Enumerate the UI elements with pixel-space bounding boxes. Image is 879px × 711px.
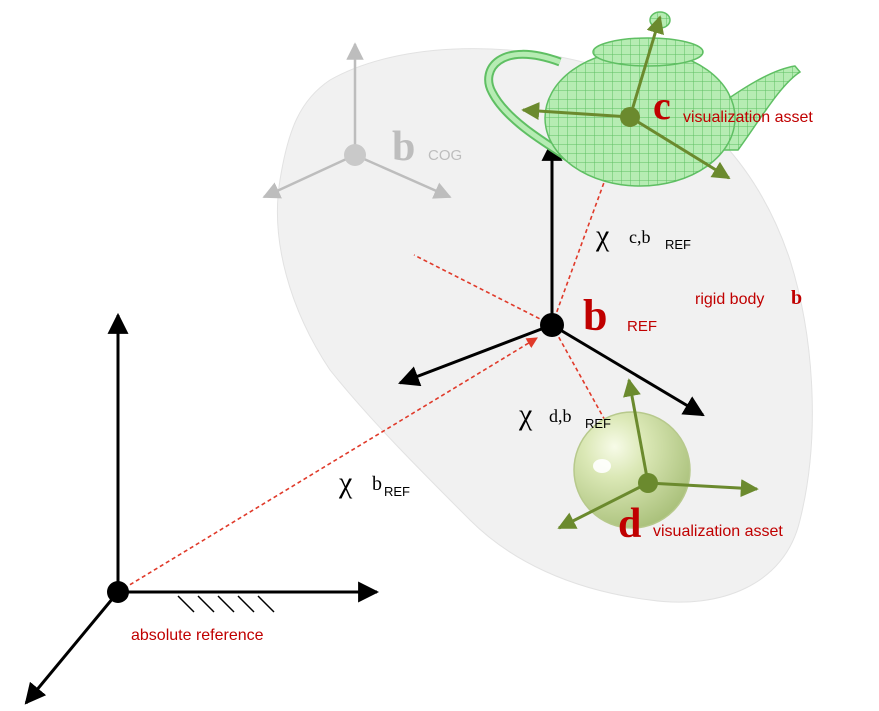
d-frame: [557, 378, 759, 530]
sphere-icon: [573, 411, 691, 529]
d-label: d visualization asset: [618, 501, 783, 547]
cog-label: b COG: [392, 124, 462, 170]
chi-db-subsub: REF: [585, 416, 611, 431]
rigid-body-letter: b: [791, 287, 802, 309]
c-frame: [521, 15, 731, 180]
chi-b-sub: b: [372, 473, 382, 495]
chi-symbol: χ: [518, 398, 533, 431]
chi-cb-sub: c,b: [629, 227, 651, 247]
rigid-body-label: rigid body b: [695, 287, 802, 309]
c-origin: [620, 107, 640, 127]
d-caption: visualization asset: [653, 523, 783, 540]
ref-to-cog-dashed: [413, 254, 553, 326]
cog-letter: b: [392, 124, 415, 170]
rigid-body-caption: rigid body: [695, 291, 764, 308]
ref-frame: [398, 139, 705, 417]
cog-subscript: COG: [428, 147, 462, 164]
chi-symbol: χ: [338, 466, 353, 499]
ref-letter: b: [583, 291, 607, 340]
absolute-origin: [107, 581, 129, 603]
cog-origin: [344, 144, 366, 166]
ref-label: b REF: [583, 291, 657, 340]
chi-cb-subsub: REF: [665, 237, 691, 252]
ground-hatch-icon: [177, 595, 275, 613]
cog-frame: [262, 42, 452, 199]
chi-b-vector: [117, 337, 538, 593]
chi-db-label: χ d,b REF: [518, 398, 611, 431]
d-origin: [638, 473, 658, 493]
ref-origin: [540, 313, 564, 337]
ref-subscript: REF: [627, 318, 657, 335]
chi-cb-label: χ c,b REF: [595, 219, 691, 252]
c-letter: c: [653, 83, 671, 128]
chi-b-subsub: REF: [384, 484, 410, 499]
chi-db-sub: d,b: [549, 406, 572, 426]
chi-symbol: χ: [595, 219, 610, 252]
c-label: c visualization asset: [653, 83, 813, 128]
d-letter: d: [618, 501, 641, 547]
chi-b-label: χ b REF: [338, 466, 410, 499]
absolute-frame: [24, 312, 380, 705]
c-caption: visualization asset: [683, 109, 813, 126]
absolute-caption: absolute reference: [131, 627, 264, 644]
